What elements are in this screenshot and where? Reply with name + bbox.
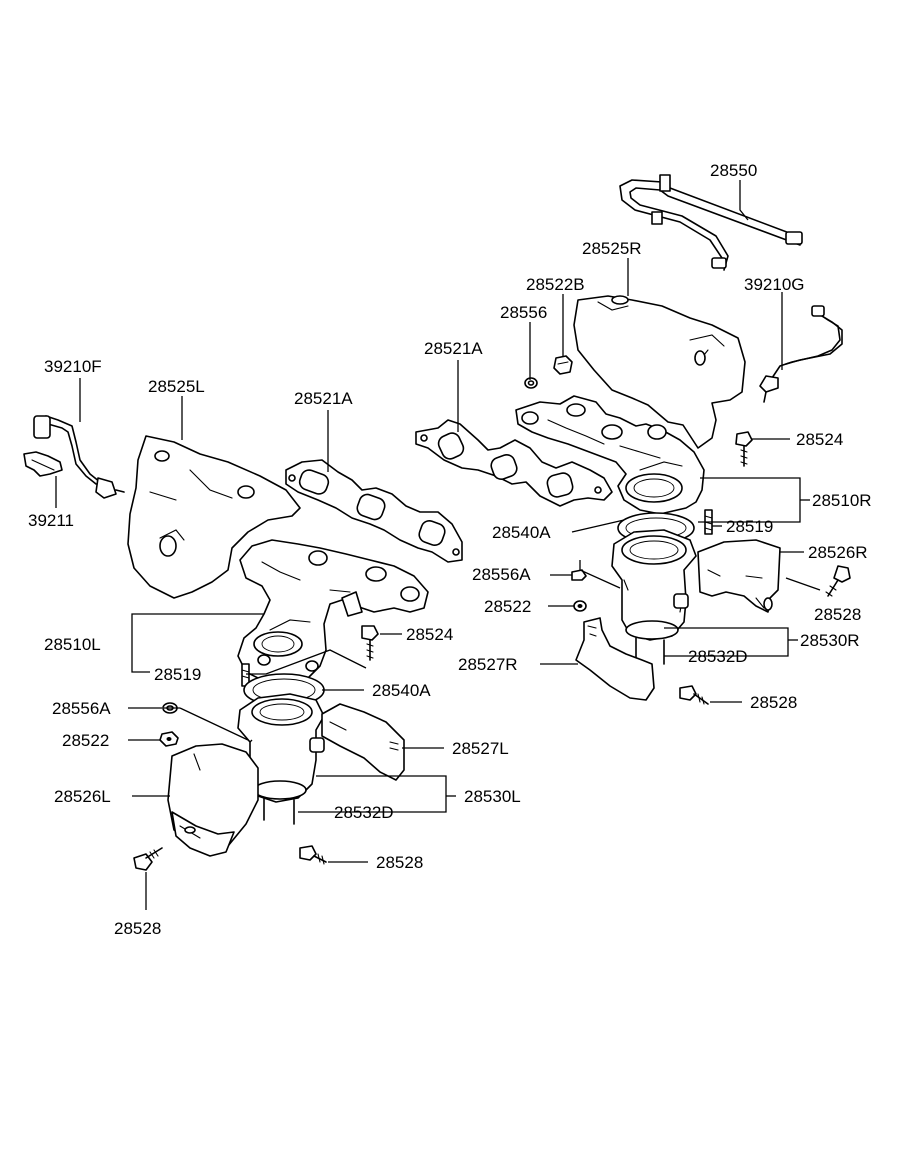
label-28522b: 28522B [526,275,585,294]
bolt-28524-right [735,431,753,467]
label-28530r: 28530R [800,631,860,650]
label-28527l: 28527L [452,739,509,758]
label-28525r: 28525R [582,239,642,258]
label-28528-right-lower: 28528 [750,693,797,712]
gasket-28521a-left [285,459,463,563]
bracket-28527l [321,703,405,781]
label-28528-left-bottom: 28528 [114,919,161,938]
label-28519-left: 28519 [154,665,201,684]
label-39211: 39211 [28,511,74,530]
label-28519-right: 28519 [726,517,773,536]
nut-28522-left [159,731,179,747]
label-28528-right-upper: 28528 [814,605,861,624]
label-28521a-left: 28521A [294,389,353,408]
heat-cover-28526l [167,743,259,857]
label-28532d-left: 28532D [334,803,394,822]
label-28527r: 28527R [458,655,518,674]
label-28522-left: 28522 [62,731,109,750]
nut-28522-right [573,600,587,612]
washer-28556 [524,377,538,389]
heat-shield-28525r [573,295,746,449]
bolt-28528-left-mid [299,845,327,865]
bracket-39211 [23,451,63,477]
heat-cover-28526r [697,539,781,613]
part-labels: 28550 28525R 28522B 39210G 28556 28521A … [28,161,872,938]
bolt-28528-right-upper [825,565,851,597]
bracket-28527r [575,617,655,701]
label-28526l: 28526L [54,787,111,806]
catalytic-converter-28530r [611,529,697,665]
label-28530l: 28530L [464,787,521,806]
label-28556a-right: 28556A [472,565,531,584]
exhaust-manifold-28510r [515,395,705,515]
gasket-28521a-right [415,419,613,507]
label-28524-left: 28524 [406,625,453,644]
catalytic-converter-28530l [237,693,325,825]
label-28556: 28556 [500,303,547,322]
label-28532d-right: 28532D [688,647,748,666]
label-28524-right: 28524 [796,430,843,449]
label-28540a-left: 28540A [372,681,431,700]
label-28528-left-mid: 28528 [376,853,423,872]
oxygen-sensor-39210g [759,305,843,403]
label-39210g: 39210G [744,275,805,294]
nut-28522b [553,355,573,375]
leader-lines [55,180,821,910]
label-28526r: 28526R [808,543,868,562]
label-28550: 28550 [710,161,757,180]
label-28521a-right: 28521A [424,339,483,358]
label-28540a-right: 28540A [492,523,551,542]
label-28510r: 28510R [812,491,872,510]
pipe-28550 [619,174,803,271]
label-28556a-left: 28556A [52,699,111,718]
bolt-28528-right-lower [679,685,709,705]
oxygen-sensor-39210f [33,415,125,499]
label-39210f: 39210F [44,357,102,376]
label-28522-right: 28522 [484,597,531,616]
heat-shield-28525l [127,435,301,599]
label-28525l: 28525L [148,377,205,396]
label-28510l: 28510L [44,635,101,654]
exhaust-manifold-28510l [237,539,429,685]
bolt-28524-left [361,625,379,661]
bolt-28528-left-bottom [133,847,163,871]
